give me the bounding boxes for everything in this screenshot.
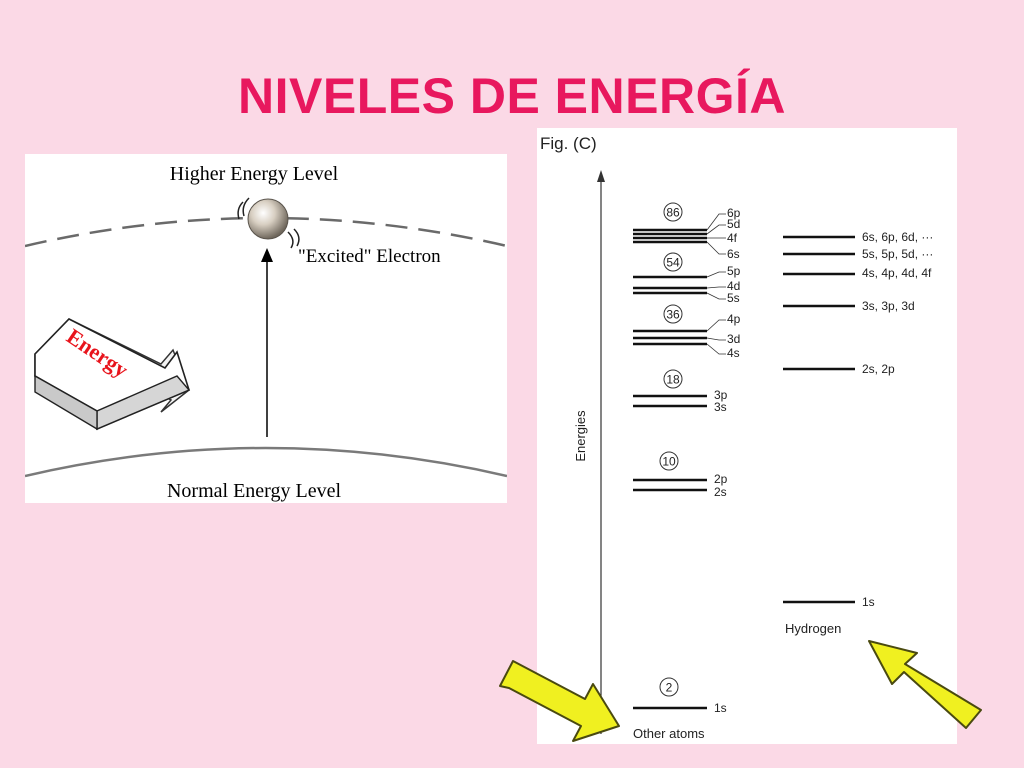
level-label: 6p bbox=[727, 206, 741, 220]
energy-axis-arrow-icon bbox=[597, 170, 605, 734]
level-group-18: 18 3p 3s bbox=[633, 369, 728, 414]
level-group-86: 86 6p 5d 4f 6s bbox=[633, 202, 741, 261]
level-label: 5p bbox=[727, 264, 741, 278]
level-label: 3s bbox=[714, 400, 727, 414]
energy-3d-arrow-icon: Energy bbox=[34, 318, 191, 431]
level-label: 4d bbox=[727, 279, 740, 293]
hydrogen-levels: 6s, 6p, 6d, ··· 5s, 5p, 5d, ··· 4s, 4p, … bbox=[783, 230, 933, 609]
group-number: 36 bbox=[666, 308, 680, 322]
level-label: 2p bbox=[714, 472, 728, 486]
level-group-2: 2 1s bbox=[633, 677, 727, 715]
normal-energy-level-label: Normal Energy Level bbox=[167, 480, 341, 502]
hydrogen-level-label: 3s, 3p, 3d bbox=[862, 299, 915, 313]
level-label: 6s bbox=[727, 247, 740, 261]
upward-arrow-icon bbox=[261, 248, 273, 437]
level-group-36: 36 4p 3d 4s bbox=[633, 304, 741, 360]
level-label: 1s bbox=[714, 701, 727, 715]
level-label: 3d bbox=[727, 332, 740, 346]
other-atoms-label: Other atoms bbox=[633, 726, 705, 741]
energy-levels-svg: Fig. (C) Energies 86 6p 5d 4f 6s bbox=[540, 134, 933, 741]
group-number: 86 bbox=[666, 206, 680, 220]
energy-levels-figure: Fig. (C) Energies 86 6p 5d 4f 6s bbox=[537, 128, 957, 744]
level-group-54: 54 5p 4d 5s bbox=[633, 252, 741, 305]
level-label: 5s bbox=[727, 291, 740, 305]
level-label: 4p bbox=[727, 312, 741, 326]
group-number: 18 bbox=[666, 373, 680, 387]
hydrogen-level-label: 6s, 6p, 6d, ··· bbox=[862, 230, 933, 244]
hydrogen-label: Hydrogen bbox=[785, 621, 841, 636]
level-label: 5d bbox=[727, 217, 740, 231]
normal-energy-orbit bbox=[25, 446, 507, 478]
level-label: 2s bbox=[714, 485, 727, 499]
hydrogen-level-label: 2s, 2p bbox=[862, 362, 895, 376]
figure-label: Fig. (C) bbox=[540, 134, 597, 153]
higher-energy-level-label: Higher Energy Level bbox=[170, 163, 339, 185]
group-number: 2 bbox=[666, 681, 673, 695]
level-label: 4s bbox=[727, 346, 740, 360]
yellow-arrow-icon bbox=[499, 660, 620, 742]
group-number: 10 bbox=[662, 455, 676, 469]
energies-axis-label: Energies bbox=[573, 410, 588, 462]
excited-electron-label: "Excited" Electron bbox=[298, 246, 441, 267]
hydrogen-level-label: 1s bbox=[862, 595, 875, 609]
level-label: 4f bbox=[727, 231, 738, 245]
group-number: 54 bbox=[666, 256, 680, 270]
hydrogen-level-label: 4s, 4p, 4d, 4f bbox=[862, 266, 932, 280]
bohr-energy-svg: Higher Energy Level "Excited" Electron E… bbox=[25, 163, 507, 502]
electron-sphere-icon bbox=[237, 197, 300, 249]
level-label: 3p bbox=[714, 388, 728, 402]
hydrogen-level-label: 5s, 5p, 5d, ··· bbox=[862, 247, 933, 261]
yellow-arrow-icon bbox=[868, 640, 982, 729]
page-title: NIVELES DE ENERGÍA bbox=[238, 68, 786, 124]
bohr-energy-diagram: Higher Energy Level "Excited" Electron E… bbox=[25, 154, 507, 503]
level-group-10: 10 2p 2s bbox=[633, 451, 728, 499]
